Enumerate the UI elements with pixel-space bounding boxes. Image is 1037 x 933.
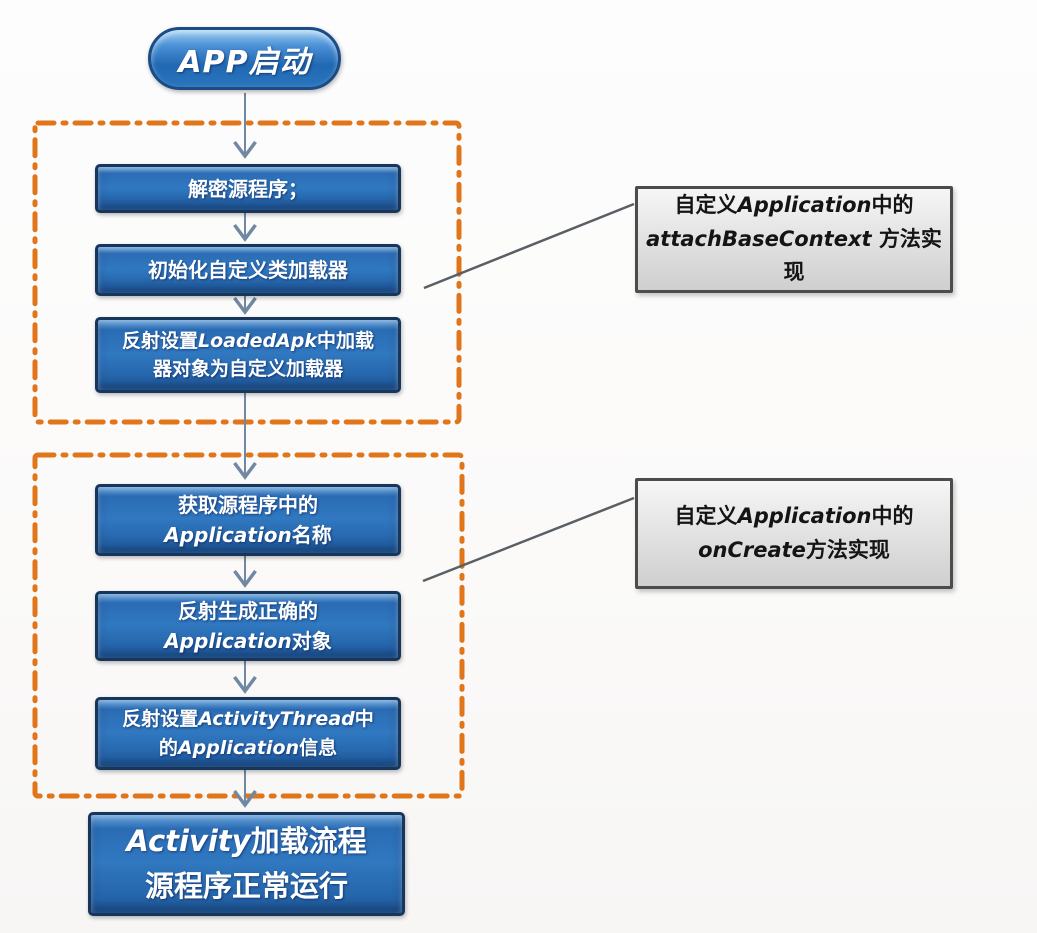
flow-node-set-activitythread-info: 反射设置ActivityThread中的Application信息: [95, 697, 401, 770]
callout-line-oncreate: [422, 496, 635, 583]
start-node-app-launch: APP启动: [148, 27, 341, 90]
end-node-activity-load: Activity加载流程源程序正常运行: [88, 812, 405, 916]
dashed-group-phase1: [32, 120, 462, 425]
flow-node-decrypt-source: 解密源程序；: [95, 164, 401, 213]
flow-node-set-loadedapk-loader: 反射设置LoadedApk中加载器对象为自定义加载器: [95, 317, 401, 393]
flow-node-init-custom-classloader: 初始化自定义类加载器: [95, 244, 401, 296]
callout-line-attachbasecontext: [423, 202, 635, 290]
